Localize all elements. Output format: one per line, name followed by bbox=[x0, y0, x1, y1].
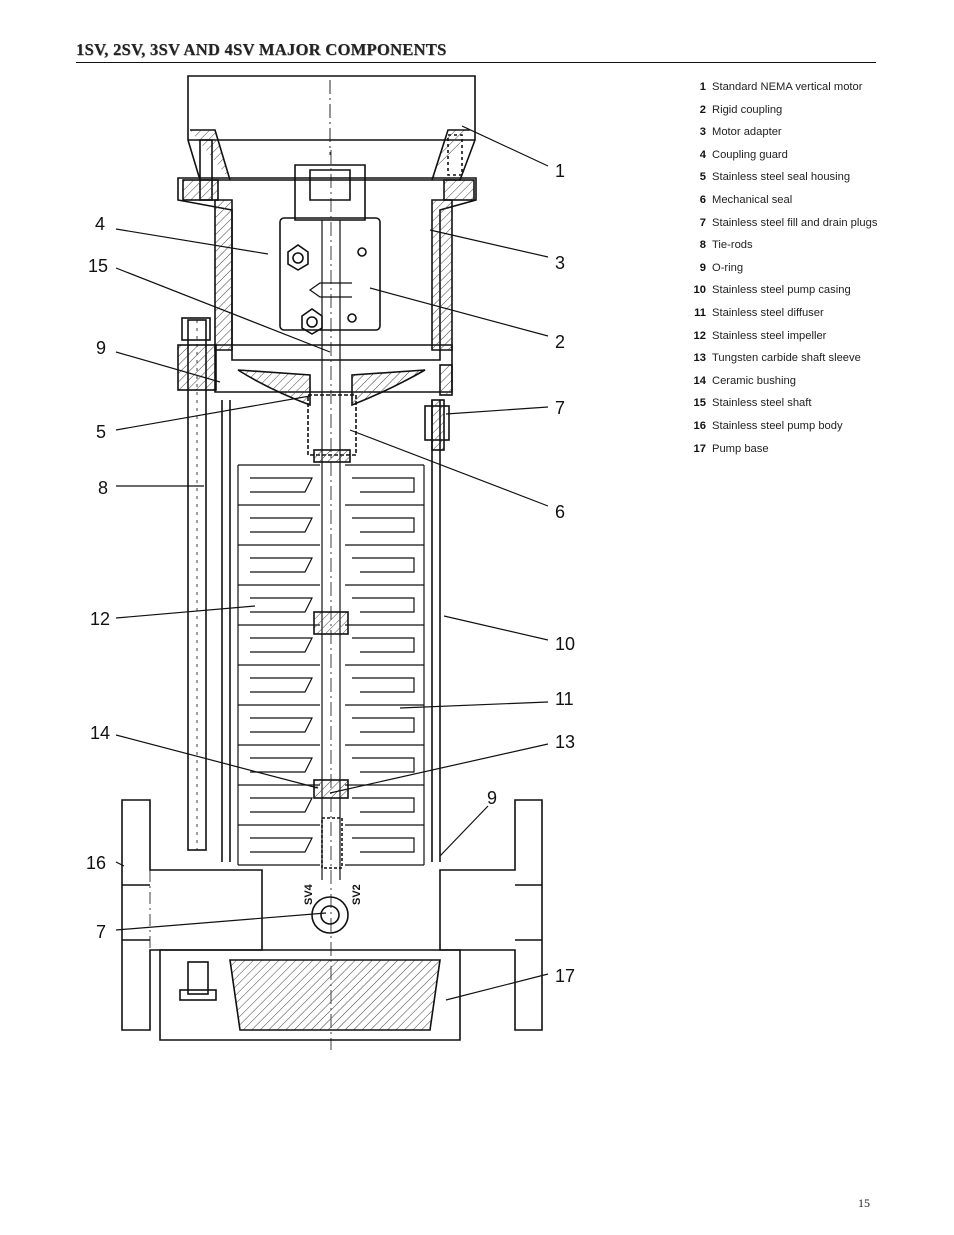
legend-label: Coupling guard bbox=[712, 148, 788, 161]
legend-number: 11 bbox=[694, 306, 706, 319]
legend-number: 12 bbox=[693, 329, 706, 342]
legend-item: 10 Stainless steel pump casing bbox=[676, 282, 916, 305]
legend-item: 7 Stainless steel fill and drain plugs bbox=[676, 215, 916, 238]
legend-number: 14 bbox=[693, 374, 706, 387]
page-number: 15 bbox=[858, 1196, 870, 1210]
legend-item: 14 Ceramic bushing bbox=[676, 373, 916, 396]
component-legend: 1 Standard NEMA vertical motor 2 Rigid coup… bbox=[676, 79, 916, 463]
coupling-nut-top bbox=[287, 244, 309, 271]
legend-number: 1 bbox=[699, 81, 706, 93]
callout-10: 10 bbox=[555, 634, 575, 654]
ceramic-bushing bbox=[313, 779, 349, 799]
callout-7-lower: 7 bbox=[96, 922, 106, 942]
legend-number: 13 bbox=[693, 352, 706, 365]
legend-item: 13 Tungsten carbide shaft sleeve bbox=[676, 350, 916, 373]
legend-number: 5 bbox=[699, 171, 706, 184]
legend-item: 9 O-ring bbox=[676, 260, 916, 283]
legend-label: Stainless steel seal housing bbox=[712, 171, 851, 184]
callout-9-left: 9 bbox=[96, 338, 106, 358]
callout-2: 2 bbox=[555, 332, 565, 352]
impeller-stages bbox=[237, 464, 425, 866]
legend-number: 9 bbox=[699, 261, 706, 274]
callout-5: 5 bbox=[96, 422, 106, 442]
callout-6: 6 bbox=[555, 502, 565, 522]
base-bolt bbox=[187, 961, 209, 995]
legend-item: 11 Stainless steel diffuser bbox=[676, 305, 916, 328]
title-rule bbox=[76, 62, 876, 63]
callout-13: 13 bbox=[555, 732, 575, 752]
legend-item: 6 Mechanical seal bbox=[676, 192, 916, 215]
pump-base bbox=[159, 949, 461, 1041]
callout-11: 11 bbox=[555, 689, 574, 709]
legend-number: 4 bbox=[699, 148, 706, 161]
legend-number: 8 bbox=[699, 239, 706, 252]
legend-label: Stainless steel impeller bbox=[712, 329, 827, 342]
legend-number: 2 bbox=[699, 103, 706, 116]
seal-housing bbox=[214, 344, 453, 393]
legend-number: 15 bbox=[693, 397, 706, 410]
legend-label: Stainless steel diffuser bbox=[712, 306, 824, 319]
callout-4: 4 bbox=[95, 214, 105, 234]
legend-item: 3 Motor adapter bbox=[676, 124, 916, 147]
callout-3: 3 bbox=[555, 253, 565, 273]
legend-item: 5 Stainless steel seal housing bbox=[676, 169, 916, 192]
marking-sv4: SV4 bbox=[303, 883, 315, 905]
callout-15: 15 bbox=[88, 256, 108, 276]
legend-number: 16 bbox=[693, 419, 706, 432]
legend-item: 1 Standard NEMA vertical motor bbox=[676, 79, 916, 102]
legend-label: Tie-rods bbox=[712, 239, 753, 252]
legend-label: Motor adapter bbox=[712, 126, 782, 139]
callout-16: 16 bbox=[86, 853, 106, 873]
legend-number: 6 bbox=[699, 193, 706, 206]
legend-label: Tungsten carbide shaft sleeve bbox=[712, 352, 861, 365]
legend-label: O-ring bbox=[712, 261, 744, 274]
motor-adapter bbox=[177, 177, 477, 361]
legend-label: Stainless steel pump casing bbox=[712, 284, 851, 297]
legend-item: 12 Stainless steel impeller bbox=[676, 328, 916, 351]
legend-item: 15 Stainless steel shaft bbox=[676, 395, 916, 418]
legend-label: Stainless steel pump body bbox=[712, 419, 843, 432]
legend-label: Standard NEMA vertical motor bbox=[712, 81, 863, 93]
callout-17: 17 bbox=[555, 966, 575, 986]
motor-bolt-right bbox=[447, 134, 463, 176]
callout-7-upper: 7 bbox=[555, 398, 565, 418]
drain-plug bbox=[311, 896, 349, 934]
rigid-coupling bbox=[279, 217, 381, 331]
legend-item: 16 Stainless steel pump body bbox=[676, 418, 916, 441]
legend-number: 3 bbox=[699, 126, 706, 139]
callout-1: 1 bbox=[555, 161, 565, 181]
callout-12: 12 bbox=[90, 609, 110, 629]
legend-number: 17 bbox=[693, 442, 706, 455]
callout-14: 14 bbox=[90, 723, 110, 743]
legend-item: 4 Coupling guard bbox=[676, 147, 916, 170]
page-title: 1SV, 2SV, 3SV AND 4SV MAJOR COMPONENTS bbox=[76, 40, 447, 59]
legend-label: Pump base bbox=[712, 442, 769, 455]
legend-number: 7 bbox=[699, 216, 706, 229]
shaft-sleeve bbox=[313, 611, 349, 635]
mechanical-seal bbox=[307, 394, 357, 456]
legend-label: Mechanical seal bbox=[712, 193, 793, 206]
legend-item: 8 Tie-rods bbox=[676, 237, 916, 260]
callout-8: 8 bbox=[98, 478, 108, 498]
legend-label: Stainless steel fill and drain plugs bbox=[712, 216, 878, 229]
legend-item: 2 Rigid coupling bbox=[676, 102, 916, 125]
marking-sv2: SV2 bbox=[351, 884, 363, 905]
legend-label: Ceramic bushing bbox=[712, 374, 796, 387]
legend-number: 10 bbox=[693, 284, 706, 297]
callout-9-right: 9 bbox=[487, 788, 497, 808]
legend-label: Rigid coupling bbox=[712, 103, 783, 116]
legend-item: 17 Pump base bbox=[676, 441, 916, 464]
pump-body-right bbox=[439, 799, 543, 1031]
legend-label: Stainless steel shaft bbox=[712, 397, 812, 410]
